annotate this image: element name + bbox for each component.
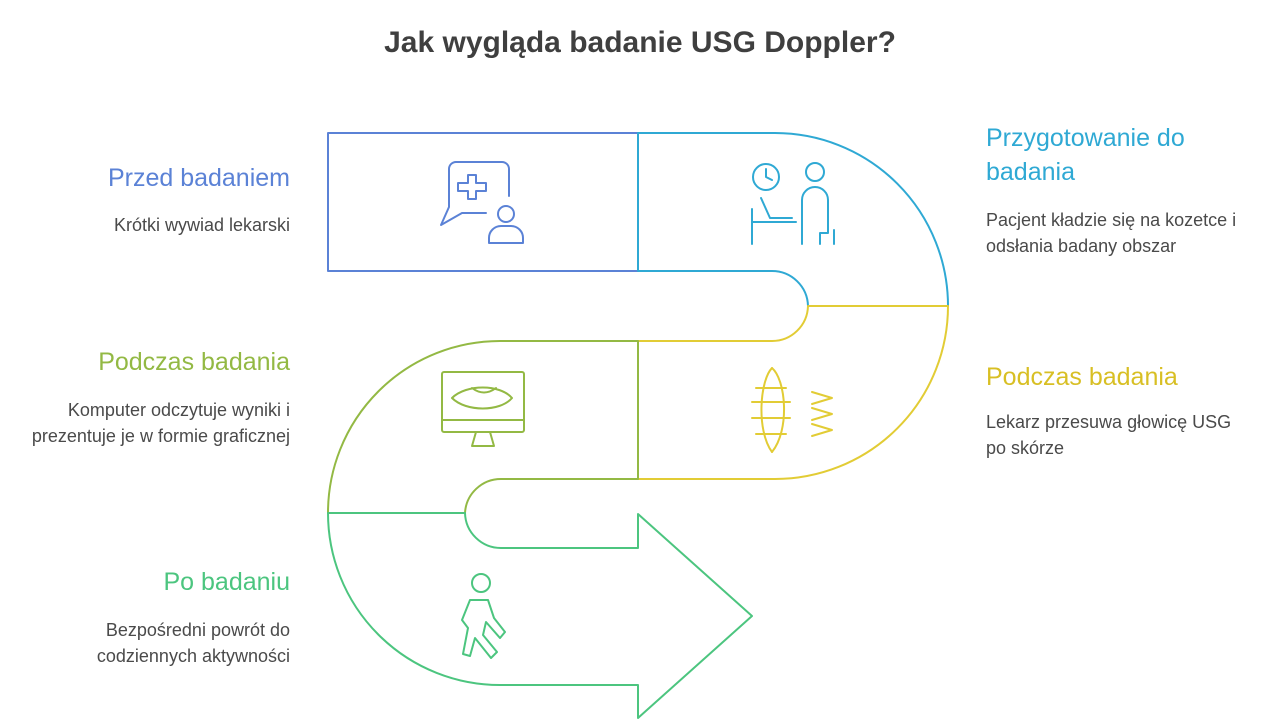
step-4-segment bbox=[327, 340, 639, 514]
ultrasound-monitor-icon bbox=[441, 371, 525, 447]
step-1-segment bbox=[327, 132, 639, 272]
medical-consultation-icon bbox=[440, 161, 524, 244]
ultrasound-wave-icon bbox=[751, 367, 833, 453]
step-4-description: Komputer odczytuje wyniki i prezentuje j… bbox=[31, 400, 290, 446]
step-3-segment bbox=[637, 305, 949, 480]
step-2-segment bbox=[637, 132, 949, 307]
step-5-segment bbox=[327, 512, 753, 719]
step-5-label: Po badaniu bbox=[163, 568, 290, 596]
step-2-description: Pacjent kładzie się na kozetce i odsłani… bbox=[986, 210, 1237, 256]
step-5-description: Bezpośredni powrót do codziennych aktywn… bbox=[96, 620, 290, 666]
step-4-label: Podczas badania bbox=[98, 348, 290, 376]
walking-person-icon bbox=[461, 573, 506, 659]
patient-waiting-icon bbox=[751, 162, 835, 245]
step-3-description: Lekarz przesuwa głowicę USG po skórze bbox=[986, 412, 1232, 458]
step-1-label: Przed badaniem bbox=[107, 164, 290, 192]
step-1-description: Krótki wywiad lekarski bbox=[113, 215, 290, 235]
diagram-title: Jak wygląda badanie USG Doppler? bbox=[384, 26, 896, 59]
step-2-label: Przygotowanie do badania bbox=[986, 124, 1185, 186]
step-3-label: Podczas badania bbox=[986, 363, 1178, 391]
